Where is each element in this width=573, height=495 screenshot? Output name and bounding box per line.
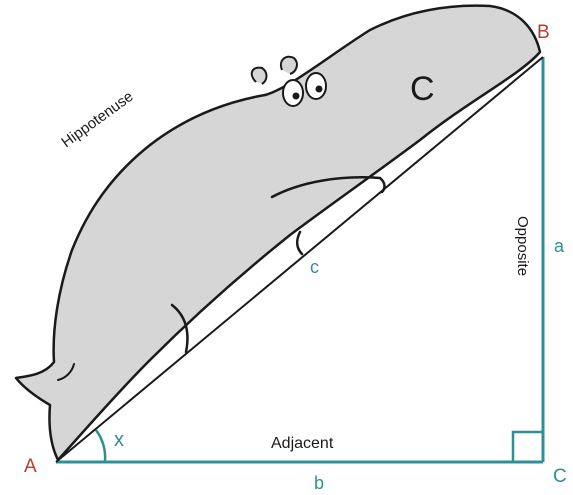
right-angle-marker	[511, 430, 543, 462]
hippo-arm	[270, 176, 386, 199]
vertex-label-b: B	[537, 22, 550, 43]
hippo-ear-left	[250, 66, 268, 85]
side-label-hyp: c	[310, 257, 319, 277]
side-label-opp: a	[554, 236, 565, 256]
side-label-adj: b	[314, 473, 324, 493]
hippo-pupil-left	[292, 92, 300, 100]
opposite-name: Opposite	[514, 216, 531, 276]
hippo-eye-right	[305, 72, 327, 100]
vertex-label-c: C	[553, 466, 567, 487]
hippo-eye-left	[282, 79, 304, 107]
hypotenuse-name: Hippotenuse	[58, 88, 136, 151]
hippo-tail-crease	[57, 363, 75, 381]
hippo-ear-right	[280, 55, 298, 75]
adjacent-name: Adjacent	[271, 435, 334, 452]
angle-arc	[94, 429, 107, 463]
hippo-pupil-right	[315, 85, 323, 93]
hippo-arm-lower	[296, 230, 304, 256]
angle-label: x	[114, 429, 124, 451]
hippo-body	[14, 4, 542, 462]
vertex-label-a: A	[24, 456, 37, 477]
hypotenuse-side	[55, 56, 544, 463]
hippo-leg	[170, 303, 189, 354]
hippo-letter: C	[410, 70, 435, 108]
